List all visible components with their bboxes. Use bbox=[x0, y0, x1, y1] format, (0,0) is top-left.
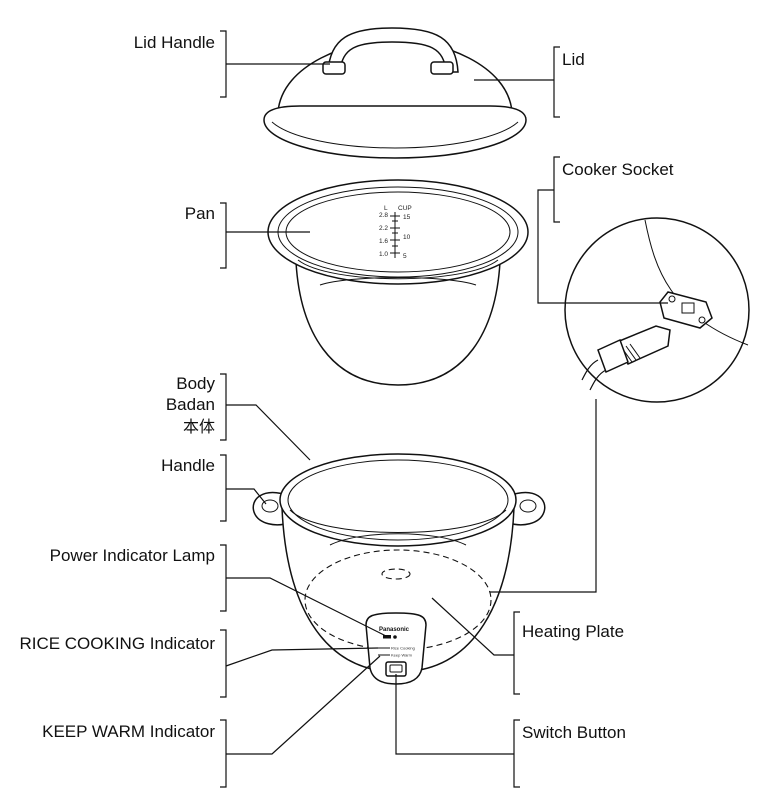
label-lid-handle: Lid Handle bbox=[134, 33, 215, 52]
scale-liter-label: 1.0 bbox=[379, 251, 388, 258]
power-indicator-lamp bbox=[383, 635, 391, 639]
label-power-indicator-lamp: Power Indicator Lamp bbox=[50, 546, 215, 565]
control-panel: Panasonic Rice Cooking Keep Warm bbox=[365, 612, 427, 685]
label-switch-button: Switch Button bbox=[522, 723, 626, 742]
label-body: Body bbox=[176, 374, 215, 393]
scale-l-header: L bbox=[384, 205, 388, 212]
scale-cup-label: 10 bbox=[403, 234, 411, 241]
label-handle: Handle bbox=[161, 456, 215, 475]
label-cooker-socket: Cooker Socket bbox=[562, 160, 674, 179]
cooker-socket bbox=[659, 291, 713, 329]
cooker-socket-inset bbox=[564, 217, 750, 403]
scale-liter-label: 1.6 bbox=[379, 238, 388, 245]
scale-liter-label: 2.8 bbox=[379, 212, 388, 219]
scale-cup-header: CUP bbox=[398, 205, 412, 212]
label-keep-warm-indicator: KEEP WARM Indicator bbox=[42, 722, 215, 741]
scale-liter-label: 2.2 bbox=[379, 225, 388, 232]
label-lid: Lid bbox=[562, 50, 585, 69]
pan bbox=[267, 179, 529, 386]
keep-warm-text: Keep Warm bbox=[391, 653, 413, 658]
label-body-malay: Badan bbox=[166, 395, 215, 414]
leader-lines bbox=[220, 30, 668, 788]
power-plug bbox=[581, 325, 671, 391]
label-pan: Pan bbox=[185, 204, 215, 223]
labels: Lid Handle Lid Cooker Socket Pan Body Ba… bbox=[19, 33, 673, 742]
rice-cooking-text: Rice Cooking bbox=[391, 646, 415, 651]
label-body-chinese: 本体 bbox=[183, 417, 215, 436]
lid-handle bbox=[322, 27, 459, 75]
label-rice-cooking-indicator: RICE COOKING Indicator bbox=[19, 634, 215, 653]
pan-water-scale: L CUP 2.8 2.2 1.6 1.0 15 10 5 bbox=[379, 205, 412, 260]
switch-button[interactable] bbox=[385, 661, 407, 677]
scale-cup-label: 15 bbox=[403, 214, 411, 221]
lid bbox=[263, 39, 527, 159]
cooker-body bbox=[279, 453, 517, 673]
scale-cup-label: 5 bbox=[403, 253, 407, 260]
label-heating-plate: Heating Plate bbox=[522, 622, 624, 641]
brand-logo: Panasonic bbox=[379, 627, 410, 633]
